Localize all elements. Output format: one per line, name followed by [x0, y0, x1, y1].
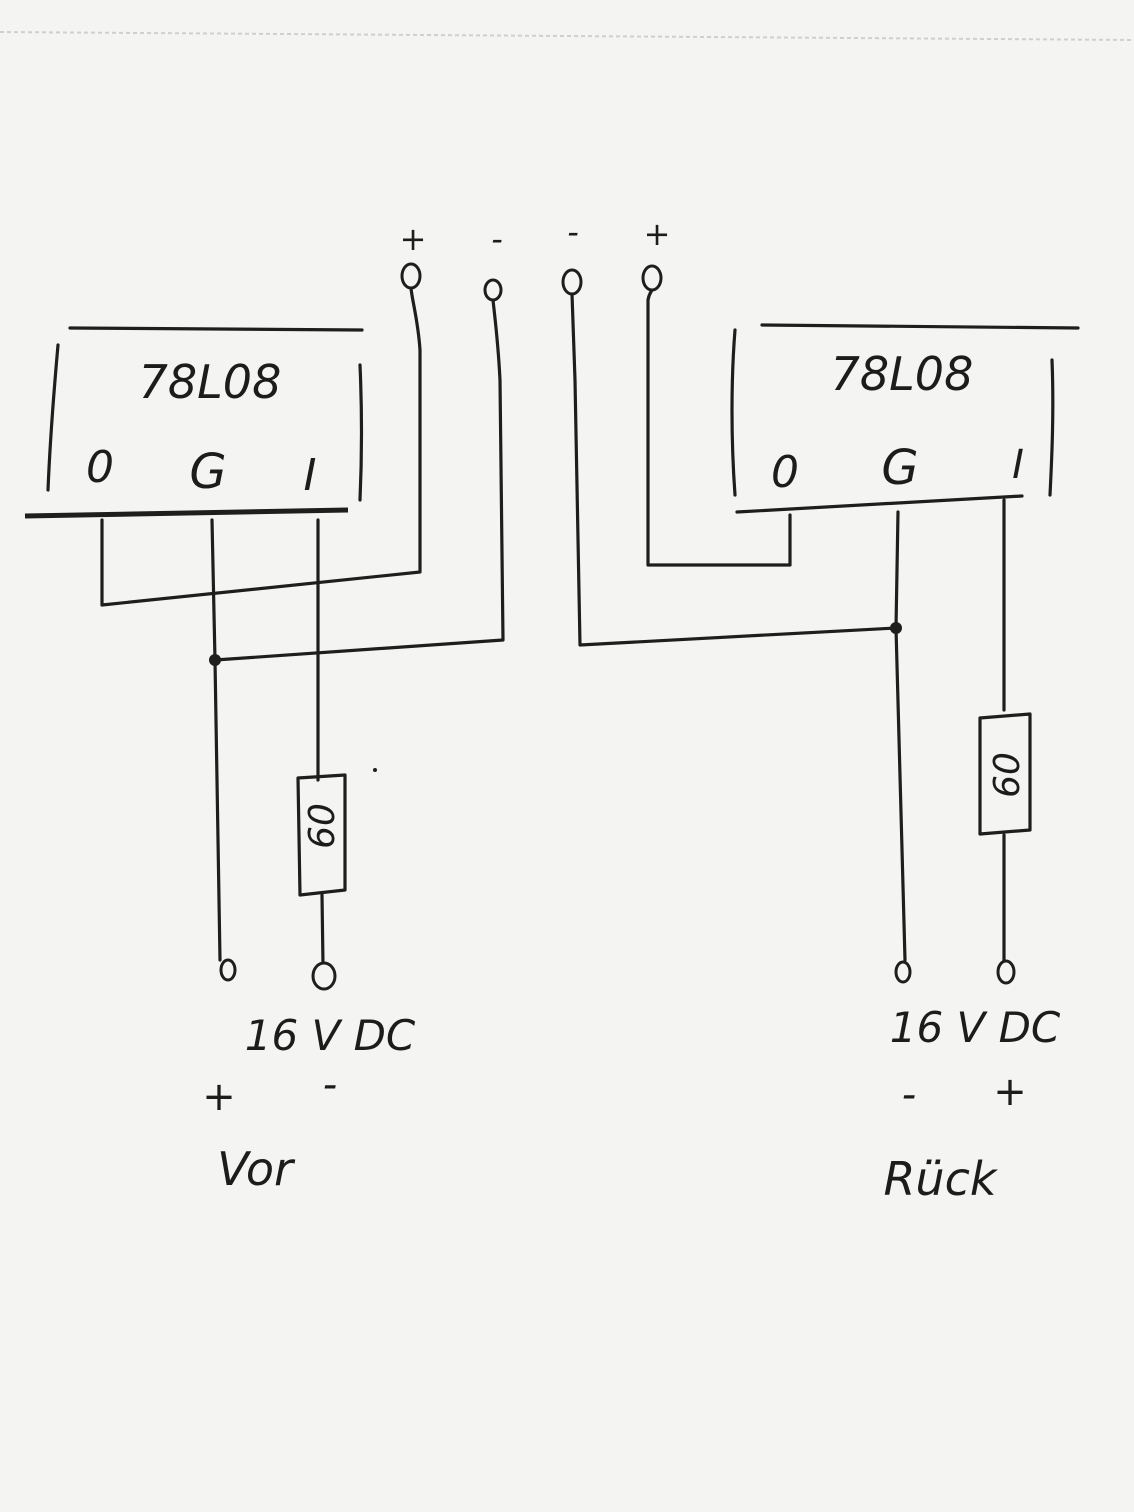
right-supply-label: Rück	[883, 1152, 998, 1206]
left-resistor-body	[296, 773, 347, 897]
top-terminal-4-sign: +	[644, 215, 671, 253]
right-regulator-right-edge	[1048, 358, 1055, 497]
right-regulator-part: 78L08	[831, 347, 974, 401]
right-supply-terminal-minus	[894, 960, 912, 984]
right-supply-polarity-minus: -	[902, 1072, 916, 1118]
left-wiring	[100, 286, 505, 967]
top-terminal-1-sign: +	[400, 220, 427, 258]
right-supply: 16 V DC - + Rück	[883, 959, 1061, 1206]
right-ground-junction	[890, 622, 902, 634]
top-terminal-1	[400, 262, 422, 290]
left-supply-polarity-minus: -	[323, 1062, 337, 1108]
right-ground-to-terminal-wire	[570, 292, 898, 647]
right-regulator: 78L08 0 G I	[730, 323, 1080, 514]
right-regulator-top-edge	[760, 323, 1080, 330]
top-terminals: + - - +	[400, 213, 671, 302]
right-resistor-value: 60	[987, 752, 1028, 798]
left-ground-to-terminal-wire	[213, 298, 505, 662]
left-supply: 16 V DC + - Vor	[202, 958, 416, 1196]
top-terminal-3-sign: -	[567, 213, 579, 251]
top-terminal-2-sign: -	[491, 220, 503, 258]
right-supply-voltage: 16 V DC	[890, 1003, 1061, 1052]
left-regulator-left-edge	[46, 343, 60, 492]
left-supply-voltage: 16 V DC	[245, 1011, 416, 1060]
left-regulator-right-edge	[358, 363, 364, 502]
right-regulator-pin-i: I	[1012, 442, 1024, 488]
left-regulator-top-edge	[68, 326, 364, 332]
left-resistor-lead	[320, 893, 325, 967]
left-supply-polarity-plus: +	[202, 1074, 236, 1120]
left-resistor: 60	[296, 773, 347, 897]
left-supply-terminal-plus	[219, 958, 237, 982]
top-terminal-4	[641, 264, 663, 292]
left-regulator-pin-0: 0	[86, 442, 114, 493]
left-regulator-part: 78L08	[139, 355, 282, 409]
right-output-wire	[646, 288, 792, 567]
left-regulator-pin-g: G	[189, 444, 226, 500]
left-ground-wire	[210, 518, 222, 962]
right-resistor-body	[978, 712, 1032, 836]
left-ground-junction	[209, 654, 221, 666]
left-output-wire	[100, 286, 422, 607]
right-regulator-pin-0: 0	[771, 447, 799, 498]
right-regulator-bottom-edge	[735, 494, 1024, 514]
pen-mark	[373, 768, 377, 772]
right-ground-wire	[894, 510, 907, 962]
left-regulator-pin-i: I	[304, 450, 317, 501]
top-terminal-3	[561, 268, 583, 296]
right-regulator-pin-g: G	[881, 440, 918, 496]
right-resistor: 60	[978, 712, 1032, 836]
left-regulator: 78L08 0 G I	[24, 326, 364, 519]
left-supply-label: Vor	[217, 1142, 296, 1196]
top-terminal-2	[483, 278, 503, 302]
left-regulator-bottom-edge	[24, 507, 349, 519]
right-regulator-left-edge	[730, 328, 737, 497]
left-resistor-value: 60	[302, 803, 343, 849]
right-supply-polarity-plus: +	[993, 1069, 1027, 1115]
right-wiring	[570, 288, 1006, 964]
right-supply-terminal-plus	[996, 959, 1016, 985]
paper-edge	[0, 31, 1134, 41]
left-supply-terminal-minus	[311, 961, 337, 991]
